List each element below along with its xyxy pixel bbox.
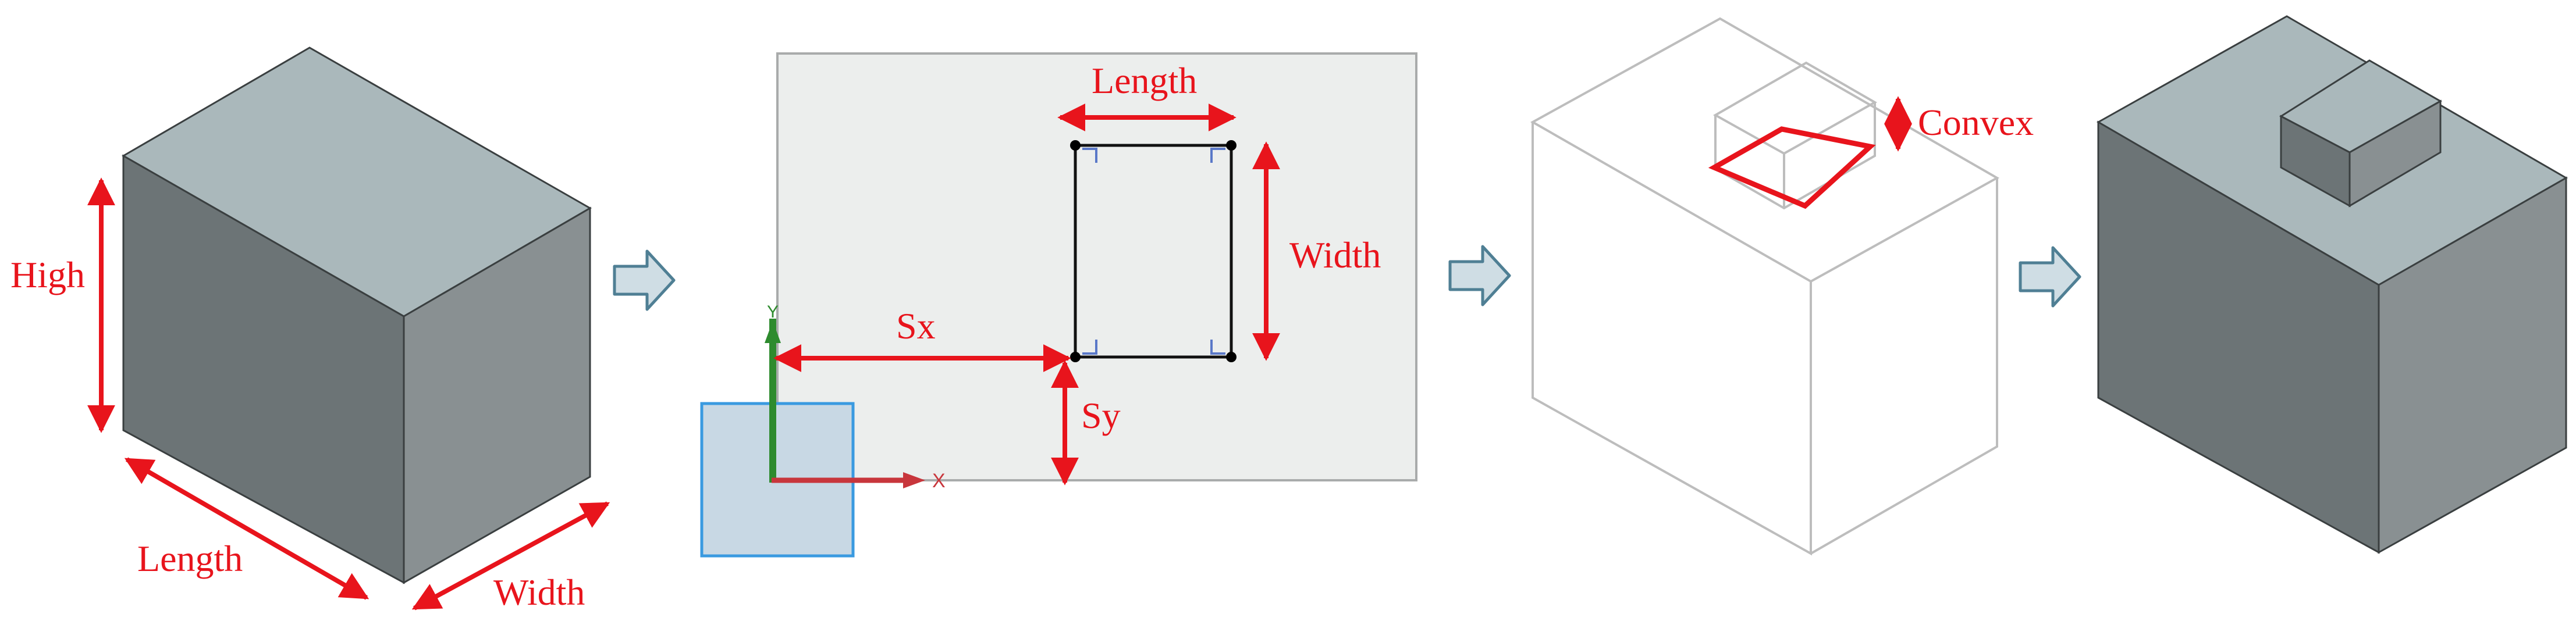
- sy-label: Sy: [1081, 395, 1121, 436]
- width-label: Width: [493, 572, 585, 613]
- sketch-vertex: [1070, 140, 1081, 151]
- sketch-vertex: [1226, 352, 1237, 362]
- panel-final-model: [2096, 15, 2568, 554]
- width-dimension-arrow: [411, 501, 610, 611]
- sketch-width-label: Width: [1289, 234, 1381, 276]
- final-boss-right-face: [2348, 99, 2442, 208]
- y-axis-arrowhead-icon: [765, 321, 781, 343]
- sketch-vertex: [1070, 352, 1081, 362]
- x-axis-label: X: [932, 470, 946, 492]
- sketch-length-label: Length: [1092, 60, 1197, 101]
- base-block-right-face: [403, 206, 591, 584]
- panel-sketch: Y X Length Width Sx Sy: [700, 52, 1417, 558]
- sketch-rectangle: [1074, 144, 1233, 359]
- wireframe-block-top: [1530, 17, 2000, 283]
- panel-base-block: High Length Width: [10, 47, 610, 613]
- length-label: Length: [137, 538, 243, 579]
- panel-wireframe-convex: [1530, 17, 2000, 556]
- wireframe-block-left: [1532, 122, 1812, 556]
- convex-label: Convex: [1918, 102, 2034, 143]
- convex-profile: [1708, 126, 1876, 209]
- x-axis-arrowhead-icon: [903, 472, 925, 488]
- sx-label: Sx: [896, 305, 936, 347]
- final-block-right-face: [2378, 176, 2567, 554]
- perpendicular-constraint-icon: [1082, 340, 1097, 355]
- perpendicular-constraint-icon: [1082, 148, 1097, 163]
- wireframe-boss-top: [1712, 61, 1878, 155]
- length-dimension-arrow: [124, 457, 369, 600]
- high-label: High: [10, 254, 85, 295]
- perpendicular-constraint-icons: [1082, 148, 1225, 355]
- flow-arrow-icon: [613, 249, 676, 311]
- perpendicular-constraint-icon: [1210, 340, 1225, 355]
- perpendicular-constraint-icon: [1210, 148, 1225, 163]
- sketch-vertex: [1226, 140, 1237, 151]
- wireframe-block-right: [1810, 178, 1998, 555]
- flow-arrow-icon: [1448, 245, 1511, 306]
- flow-arrow-icon: [2019, 246, 2081, 308]
- y-axis-label: Y: [767, 302, 779, 322]
